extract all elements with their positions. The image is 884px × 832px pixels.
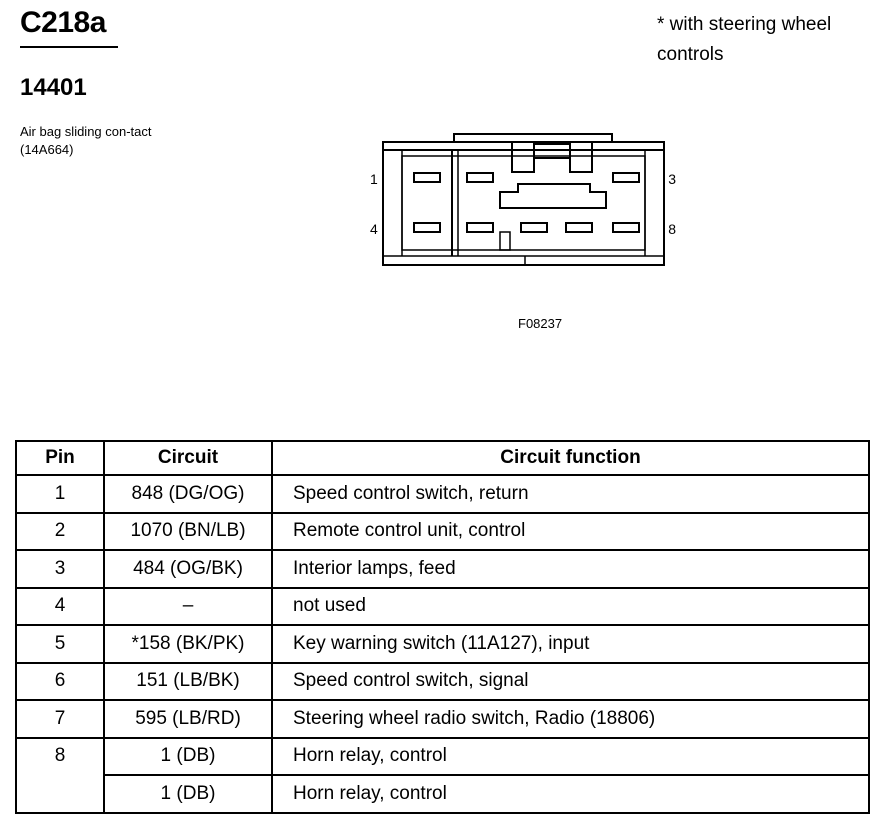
- pin-4-slot: [413, 222, 441, 233]
- header-function: Circuit function: [271, 440, 870, 476]
- cell-circuit: 1 (DB): [103, 736, 273, 776]
- pin-1-slot: [413, 172, 441, 183]
- cell-circuit: 484 (OG/BK): [103, 549, 273, 589]
- cell-circuit: 1 (DB): [103, 774, 273, 814]
- table-row: 1 (DB) Horn relay, control: [16, 774, 870, 814]
- pin-8-slot: [612, 222, 640, 233]
- part-number: 14401: [20, 74, 87, 101]
- table-row: 3 484 (OG/BK) Interior lamps, feed: [15, 549, 870, 589]
- figure-id: F08237: [518, 316, 563, 331]
- cell-function: Horn relay, control: [271, 774, 870, 814]
- connector-id: C218a: [20, 6, 106, 39]
- cell-pin: 4: [15, 586, 105, 626]
- table-row: 4 – not used: [15, 586, 870, 626]
- cell-function: Remote control unit, control: [271, 511, 870, 551]
- footnote: * with steering wheel controls: [657, 14, 832, 65]
- cell-circuit: 151 (LB/BK): [103, 661, 273, 701]
- cell-pin: 6: [15, 661, 105, 701]
- cell-pin: 2: [15, 511, 105, 551]
- table-header-row: Pin Circuit Circuit function: [15, 440, 870, 476]
- table-row: 7 595 (LB/RD) Steering wheel radio switc…: [15, 699, 870, 739]
- cell-pin: 1: [15, 474, 105, 514]
- pin-label-4: 4: [370, 221, 378, 237]
- cell-pin: 7: [15, 699, 105, 739]
- cell-pin: 3: [15, 549, 105, 589]
- component-description: Air bag sliding con-tact (14A664): [20, 124, 152, 157]
- center-key: [499, 183, 607, 209]
- pin-7-slot: [565, 222, 593, 233]
- connector-face-diagram: 1 4 3 8: [370, 133, 676, 266]
- cell-circuit: –: [103, 586, 273, 626]
- cell-circuit: 1070 (BN/LB): [103, 511, 273, 551]
- table-row: 5 *158 (BK/PK) Key warning switch (11A12…: [15, 624, 870, 664]
- header-circuit: Circuit: [103, 440, 273, 476]
- pin-label-3: 3: [668, 171, 676, 187]
- cell-pin: 5: [15, 624, 105, 664]
- locking-tab: [453, 133, 613, 142]
- pin-5-slot: [466, 222, 494, 233]
- pin-6-slot: [520, 222, 548, 233]
- cell-circuit: 848 (DG/OG): [103, 474, 273, 514]
- table-row: 2 1070 (BN/LB) Remote control unit, cont…: [15, 511, 870, 551]
- table-row: 6 151 (LB/BK) Speed control switch, sign…: [15, 661, 870, 701]
- connector-outline: [382, 141, 665, 266]
- pin-table: Pin Circuit Circuit function 1 848 (DG/O…: [15, 440, 870, 814]
- pin-label-8: 8: [668, 221, 676, 237]
- cell-function: Horn relay, control: [271, 736, 870, 776]
- cell-function: Interior lamps, feed: [271, 549, 870, 589]
- cell-function: not used: [271, 586, 870, 626]
- cell-circuit: 595 (LB/RD): [103, 699, 273, 739]
- cell-pin: 8: [15, 736, 105, 814]
- header-pin: Pin: [15, 440, 105, 476]
- pin-label-1: 1: [370, 171, 378, 187]
- pin-3-slot: [612, 172, 640, 183]
- table-row: 1 848 (DG/OG) Speed control switch, retu…: [15, 474, 870, 514]
- cell-function: Speed control switch, return: [271, 474, 870, 514]
- cell-function: Steering wheel radio switch, Radio (1880…: [271, 699, 870, 739]
- table-row: 8 1 (DB) Horn relay, control: [15, 736, 870, 814]
- cell-circuit: *158 (BK/PK): [103, 624, 273, 664]
- cell-function: Key warning switch (11A127), input: [271, 624, 870, 664]
- cell-function: Speed control switch, signal: [271, 661, 870, 701]
- connector-id-underline: [20, 46, 118, 48]
- pin-2-slot: [466, 172, 494, 183]
